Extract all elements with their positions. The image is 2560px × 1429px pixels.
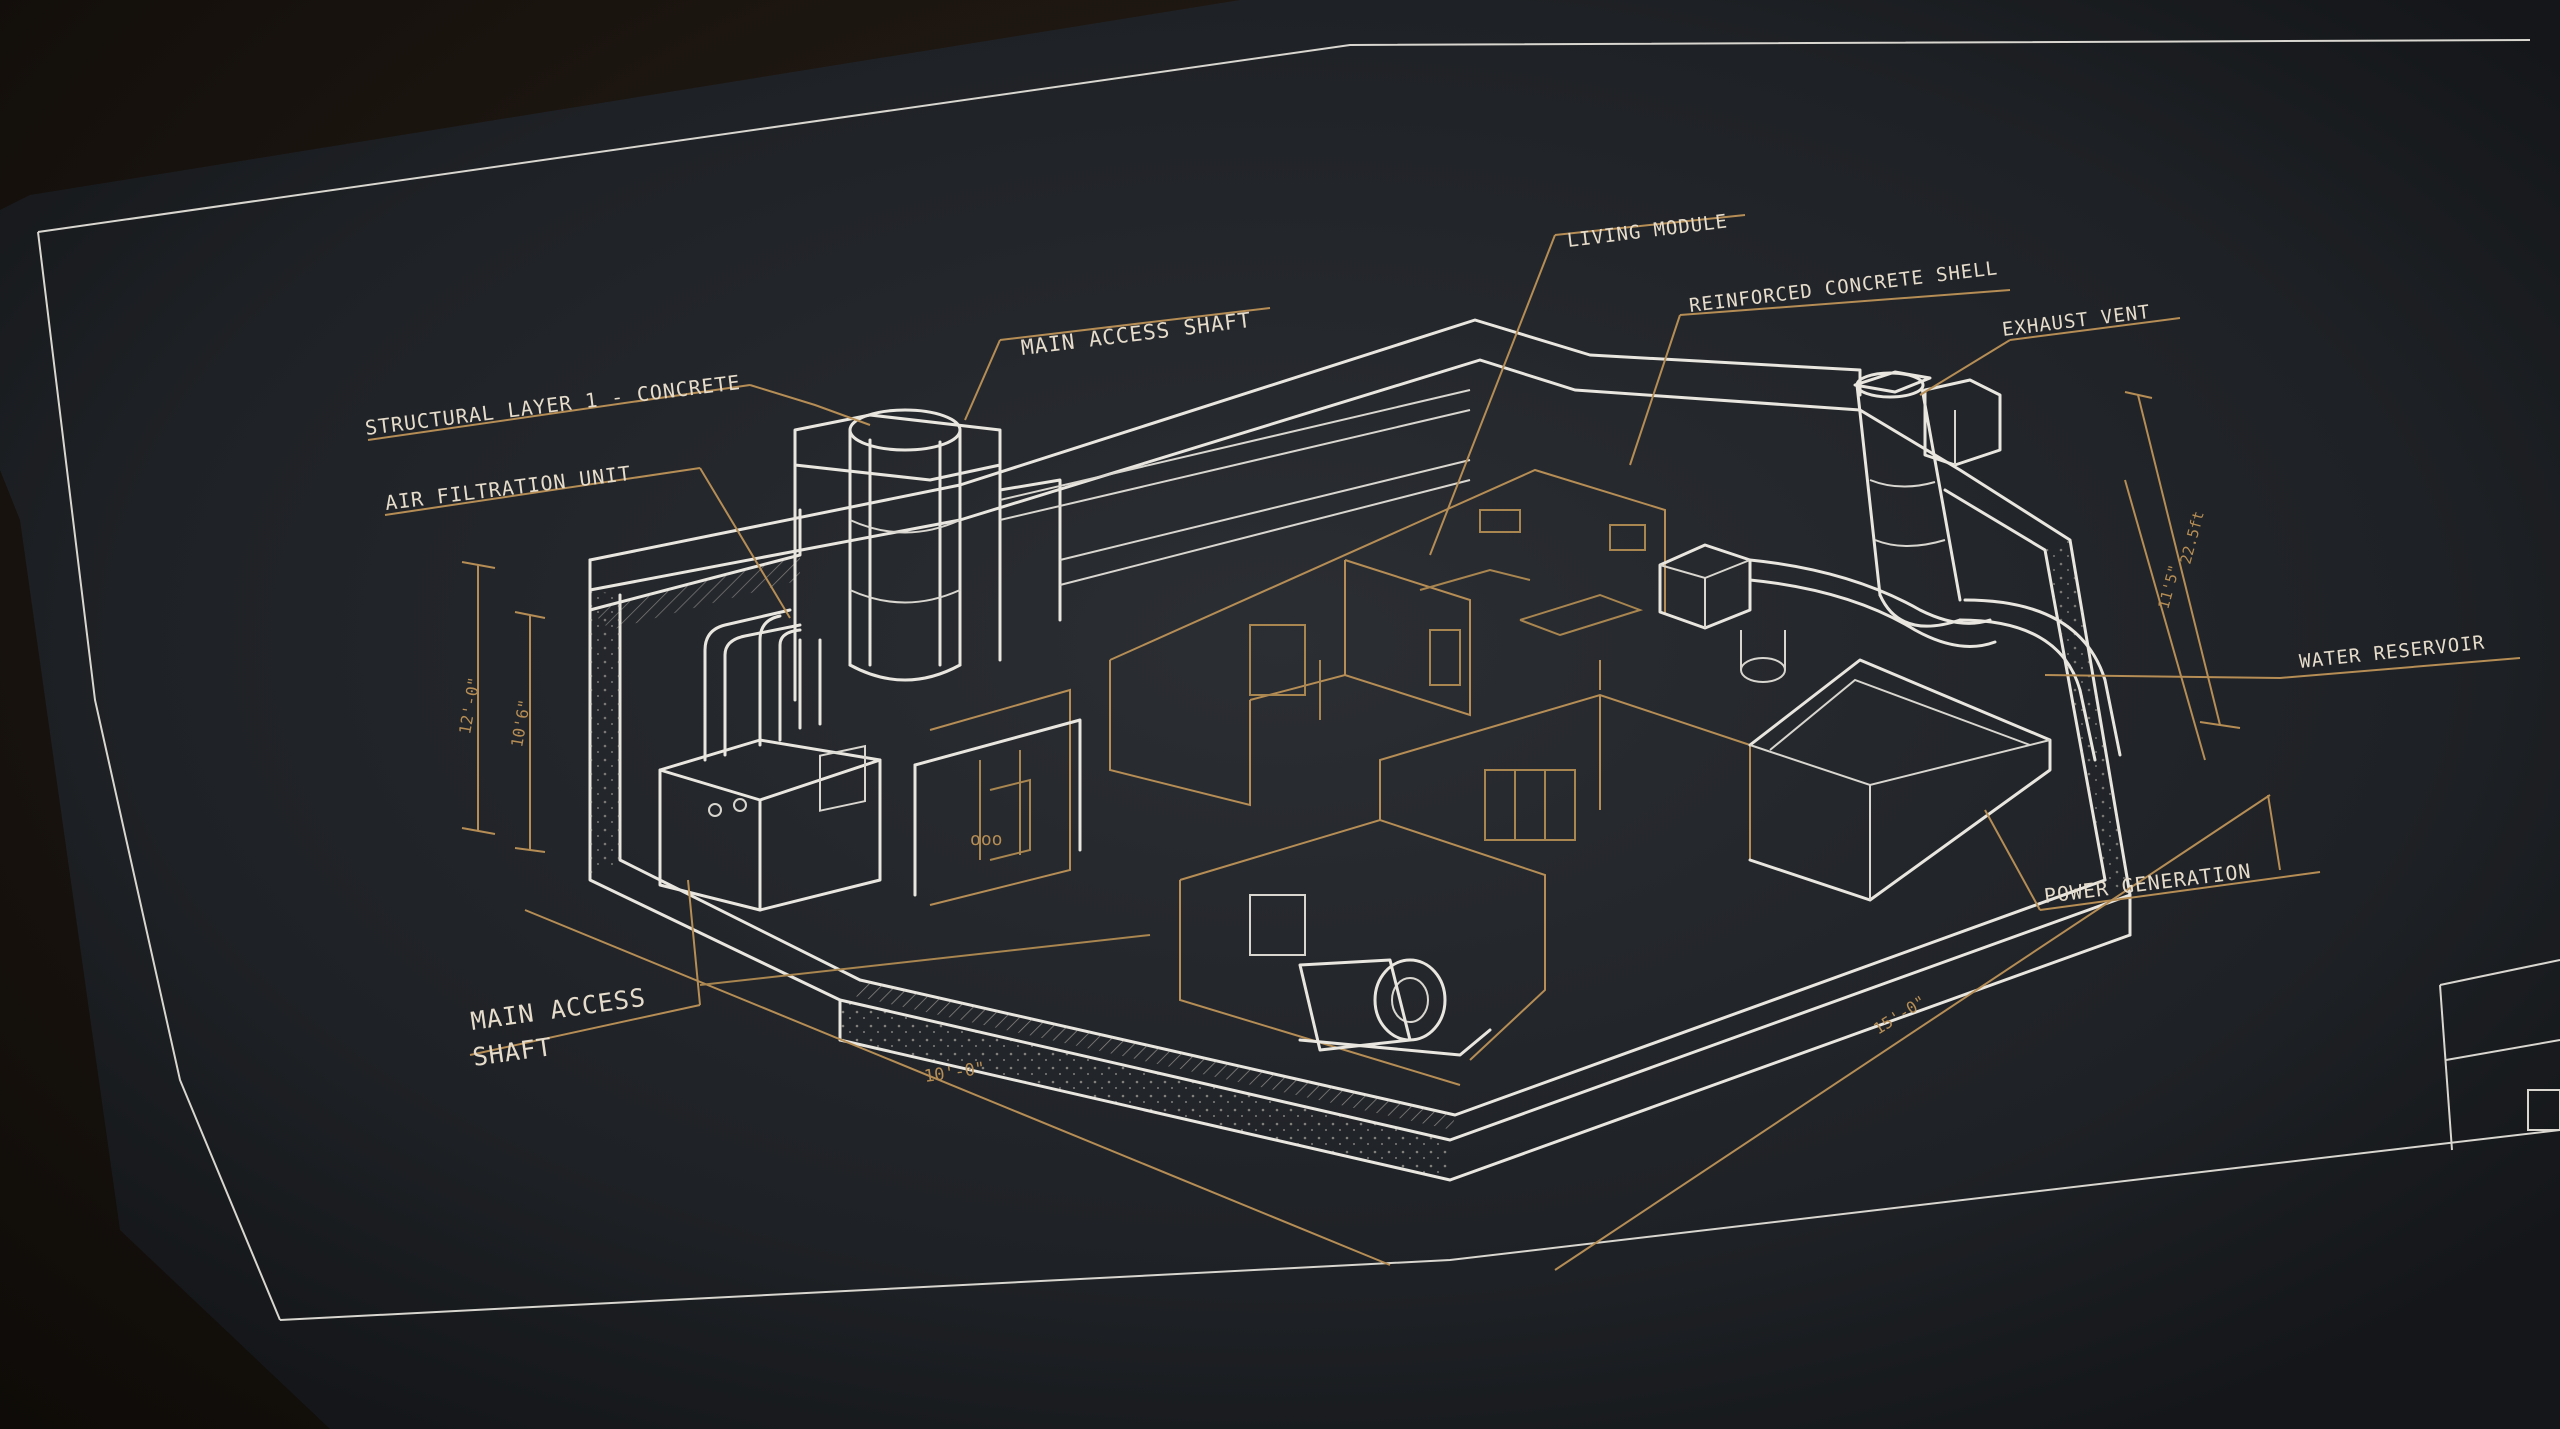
interior-rooms: ooo	[913, 468, 1751, 1086]
dimension-lines	[461, 391, 2271, 1271]
leader-lines	[367, 214, 2521, 1056]
main-access-shaft	[793, 389, 1471, 702]
svg-text:ooo: ooo	[970, 829, 1003, 850]
water-reservoir	[1748, 658, 2052, 902]
air-filtration-unit	[588, 508, 882, 912]
filter-box-right	[1658, 543, 1997, 683]
exhaust-vent	[1853, 370, 2122, 762]
title-block	[2439, 959, 2560, 1151]
outer-concrete-shell	[588, 318, 2132, 1182]
